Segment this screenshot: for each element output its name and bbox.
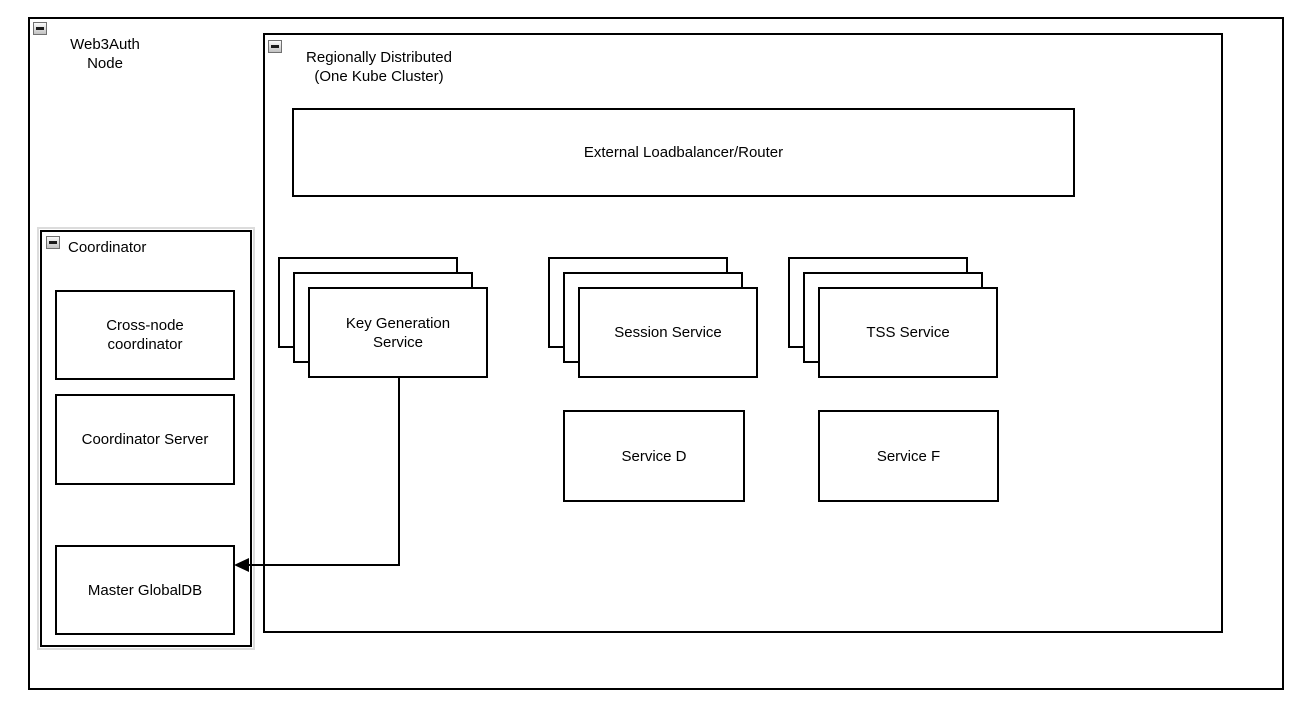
cross-node-coordinator-box[interactable]: Cross-node coordinator bbox=[55, 290, 235, 380]
session-service-box[interactable]: Session Service bbox=[578, 287, 758, 378]
tss-service-stack[interactable]: TSS Service bbox=[788, 257, 998, 378]
region-label-line1: Regionally Distributed bbox=[306, 49, 452, 66]
coordinator-label: Coordinator bbox=[68, 239, 147, 256]
tss-service-label: TSS Service bbox=[866, 324, 950, 341]
keygen-service-box[interactable]: Key Generation Service bbox=[308, 287, 488, 378]
region-label-line2: (One Kube Cluster) bbox=[314, 68, 444, 85]
collapse-minus-icon-web3auth[interactable] bbox=[33, 22, 47, 35]
service-f-label: Service F bbox=[876, 447, 941, 465]
web3auth-node-label: Web3Auth Node bbox=[50, 35, 160, 73]
service-f-box[interactable]: Service F bbox=[818, 410, 999, 502]
session-service-stack[interactable]: Session Service bbox=[548, 257, 758, 378]
service-d-box[interactable]: Service D bbox=[563, 410, 745, 502]
web3auth-node-container[interactable]: Web3Auth Node Coordinator Cross-node coo… bbox=[28, 17, 1284, 690]
collapse-minus-icon-coordinator[interactable] bbox=[46, 236, 60, 249]
coordinator-server-label: Coordinator Server bbox=[81, 431, 209, 448]
keygen-service-stack[interactable]: Key Generation Service bbox=[278, 257, 488, 378]
web3auth-node-label-line1: Web3Auth bbox=[70, 36, 140, 53]
external-loadbalancer-box[interactable]: External Loadbalancer/Router bbox=[292, 108, 1075, 197]
coordinator-container[interactable]: Coordinator Cross-node coordinator Coord… bbox=[37, 227, 255, 650]
web3auth-node-label-line2: Node bbox=[87, 55, 123, 72]
tss-service-box[interactable]: TSS Service bbox=[818, 287, 998, 378]
keygen-service-label-line1: Key Generation bbox=[345, 314, 451, 332]
keygen-service-label-line2: Service bbox=[372, 333, 424, 351]
kube-cluster-container[interactable]: Regionally Distributed (One Kube Cluster… bbox=[263, 33, 1223, 633]
cross-node-coordinator-label-line2: coordinator bbox=[107, 336, 183, 353]
cross-node-coordinator-label-line1: Cross-node bbox=[106, 317, 184, 334]
master-globaldb-label: Master GlobalDB bbox=[87, 581, 203, 599]
external-loadbalancer-label: External Loadbalancer/Router bbox=[583, 144, 784, 161]
region-label: Regionally Distributed (One Kube Cluster… bbox=[293, 48, 465, 86]
coordinator-server-box[interactable]: Coordinator Server bbox=[55, 394, 235, 485]
session-service-label: Session Service bbox=[614, 324, 722, 341]
collapse-minus-icon-region[interactable] bbox=[268, 40, 282, 53]
master-globaldb-box[interactable]: Master GlobalDB bbox=[55, 545, 235, 635]
service-d-label: Service D bbox=[621, 447, 687, 465]
